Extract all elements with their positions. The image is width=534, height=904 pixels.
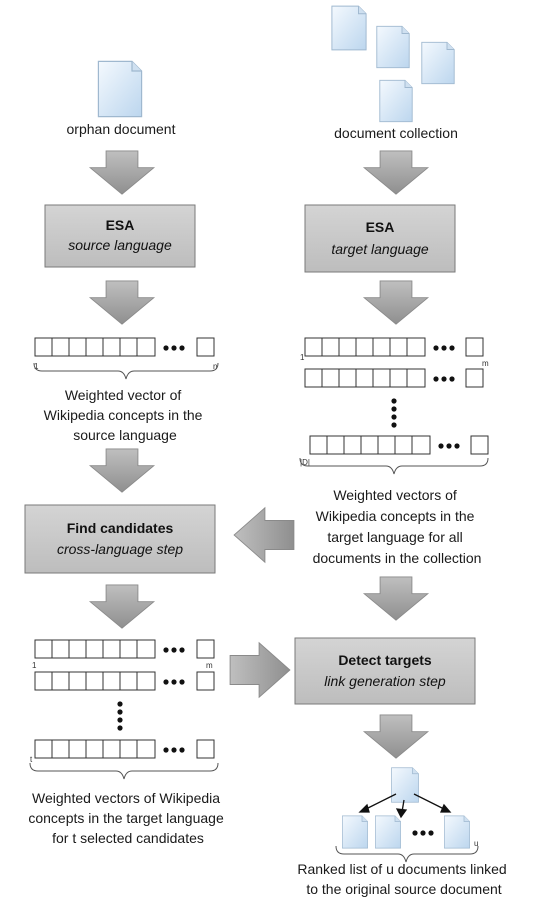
- source-vector-start-index: 1: [34, 362, 39, 371]
- esa-source-box: [44, 204, 196, 268]
- candidate-vector-start-index: 1: [32, 661, 37, 670]
- find-candidates-box: [24, 504, 216, 574]
- horizontal-ellipsis: [412, 830, 434, 836]
- candidate-vector-end-index: m: [206, 661, 213, 670]
- candidate-vector: [34, 739, 215, 759]
- ranked-last-index: u: [474, 839, 478, 848]
- vertical-ellipsis: [391, 398, 397, 428]
- find-candidates-subtitle: cross-language step: [57, 541, 183, 557]
- document-icon: [379, 79, 413, 123]
- esa-target-title: ESA: [366, 219, 395, 235]
- source-vector-caption: Weighted vector of Wikipedia concepts in…: [44, 387, 207, 443]
- collection-vector-end-index: m: [482, 359, 489, 368]
- arrow-right-icon: [229, 642, 291, 698]
- esa-source-subtitle: source language: [68, 237, 172, 253]
- esa-source-title: ESA: [106, 217, 135, 233]
- document-icon: [421, 41, 455, 85]
- collection-vector-last-index: |D|: [300, 458, 310, 467]
- detect-targets-subtitle: link generation step: [324, 673, 446, 689]
- source-vector-brace: [33, 362, 219, 380]
- ranked-document-icon: [342, 815, 368, 849]
- arrow-down-icon: [363, 576, 429, 621]
- ranked-list-caption: Ranked list of u documents linked to the…: [297, 861, 510, 897]
- esa-target-subtitle: target language: [331, 241, 429, 257]
- candidate-vector: [34, 671, 215, 691]
- document-collection-label: document collection: [334, 125, 458, 141]
- source-document-icon: [391, 767, 419, 803]
- arrow-down-icon: [363, 714, 429, 759]
- orphan-document-icon: [97, 60, 143, 118]
- document-icon: [331, 5, 367, 51]
- esa-target-box: [304, 204, 456, 273]
- ranked-document-icon: [375, 815, 401, 849]
- arrow-down-icon: [363, 150, 429, 195]
- collection-vectors-caption: Weighted vectors of Wikipedia concepts i…: [313, 487, 482, 566]
- find-candidates-title: Find candidates: [67, 520, 174, 536]
- candidate-vectors-brace: [29, 762, 219, 780]
- arrow-down-icon: [363, 280, 429, 325]
- collection-vectors-brace: [299, 457, 489, 475]
- collection-vector-start-index: 1: [300, 353, 305, 362]
- candidate-vectors-caption: Weighted vectors of Wikipedia concepts i…: [28, 790, 227, 846]
- arrow-down-icon: [89, 150, 155, 195]
- candidate-vector: [34, 639, 215, 659]
- arrow-down-icon: [89, 280, 155, 325]
- arrow-down-icon: [89, 448, 155, 493]
- detect-targets-title: Detect targets: [338, 652, 432, 668]
- ranked-list-brace: [335, 845, 479, 863]
- source-vector-end-index: n: [213, 362, 217, 371]
- arrow-left-icon: [233, 507, 295, 563]
- document-icon: [376, 25, 410, 69]
- orphan-document-label: orphan document: [67, 121, 176, 137]
- collection-vector: [304, 368, 484, 388]
- collection-vector: [304, 337, 484, 357]
- arrow-down-icon: [89, 584, 155, 629]
- detect-targets-box: [294, 637, 476, 705]
- ranked-document-icon: [444, 815, 470, 849]
- vertical-ellipsis: [117, 701, 123, 731]
- ranking-arrows: [358, 793, 452, 819]
- collection-vector: [309, 435, 489, 455]
- candidate-vector-last-index: t: [30, 755, 33, 764]
- source-vector: [34, 337, 215, 357]
